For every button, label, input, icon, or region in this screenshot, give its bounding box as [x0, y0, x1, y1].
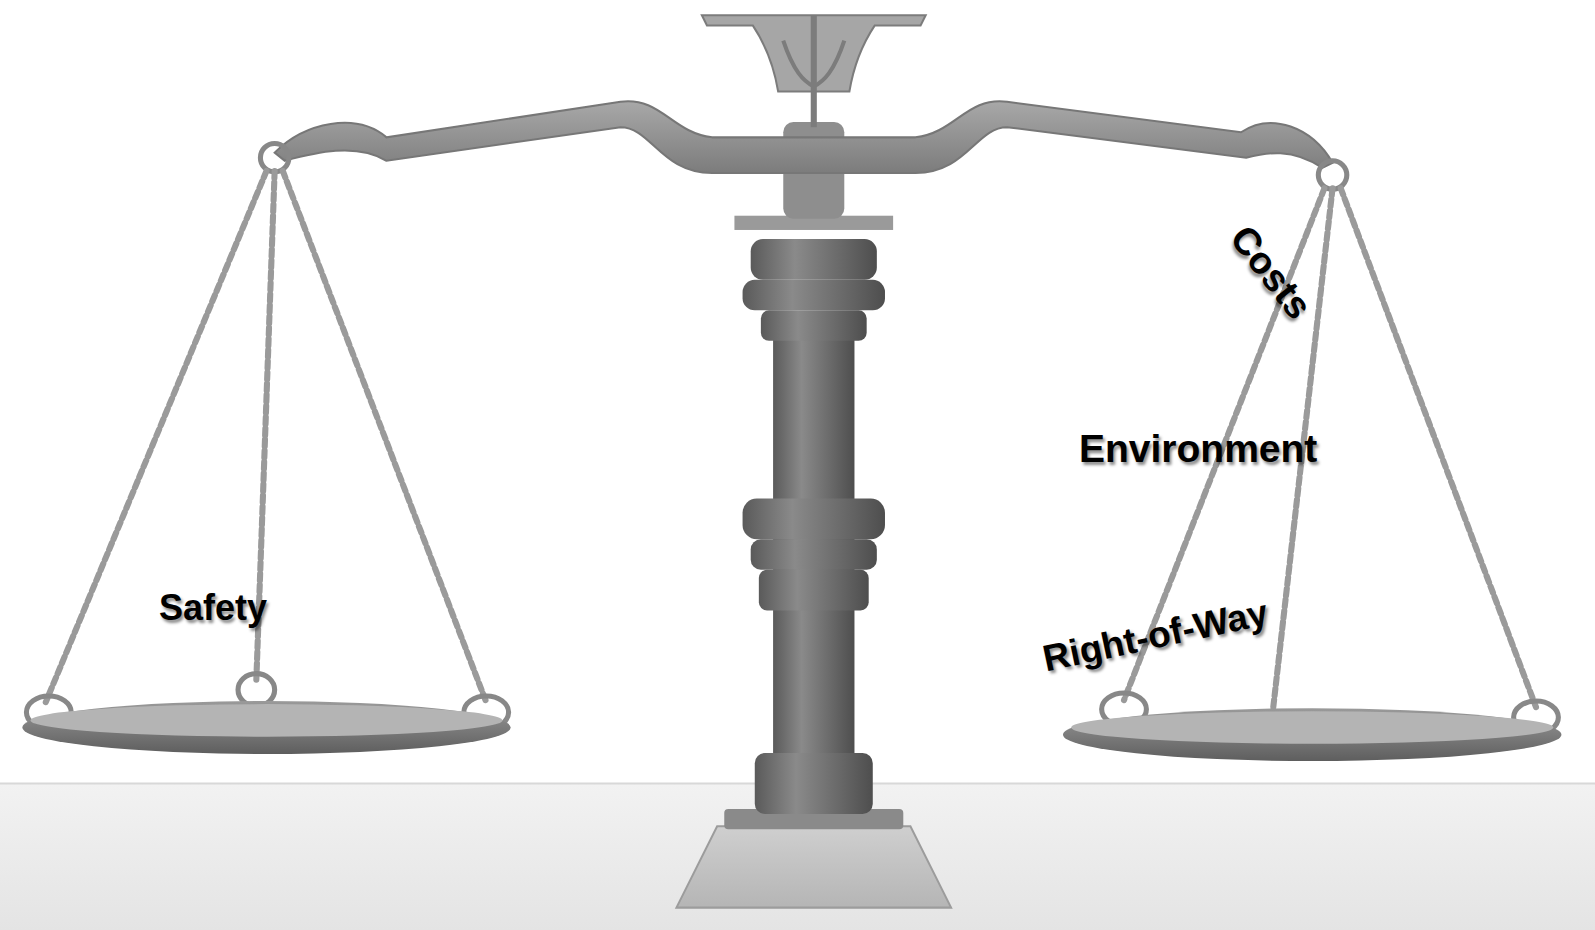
right-pan-inner: [1071, 711, 1553, 744]
chain: [46, 171, 267, 702]
scale-label: Environment: [1079, 427, 1317, 471]
column-cap: [761, 310, 867, 341]
left-pan: [22, 701, 510, 754]
column-ring: [759, 570, 869, 611]
hanging-ring: [1318, 161, 1346, 189]
column-ring: [751, 539, 877, 570]
hanging-ring: [260, 143, 288, 171]
scale-base: [676, 826, 951, 907]
scale-label: Right-of-Way: [1039, 592, 1272, 681]
pointer: [811, 15, 817, 127]
chain: [1341, 188, 1536, 707]
scale-beam: [275, 101, 1333, 173]
scale-label: Safety: [159, 587, 267, 629]
right-pan: [1063, 708, 1561, 761]
left-pan-inner: [31, 704, 503, 737]
column-foot: [755, 753, 873, 814]
column-ring: [743, 499, 885, 540]
chains: [46, 171, 1536, 722]
column-cap: [743, 280, 885, 311]
column-cap: [751, 239, 877, 280]
chain: [283, 171, 486, 702]
